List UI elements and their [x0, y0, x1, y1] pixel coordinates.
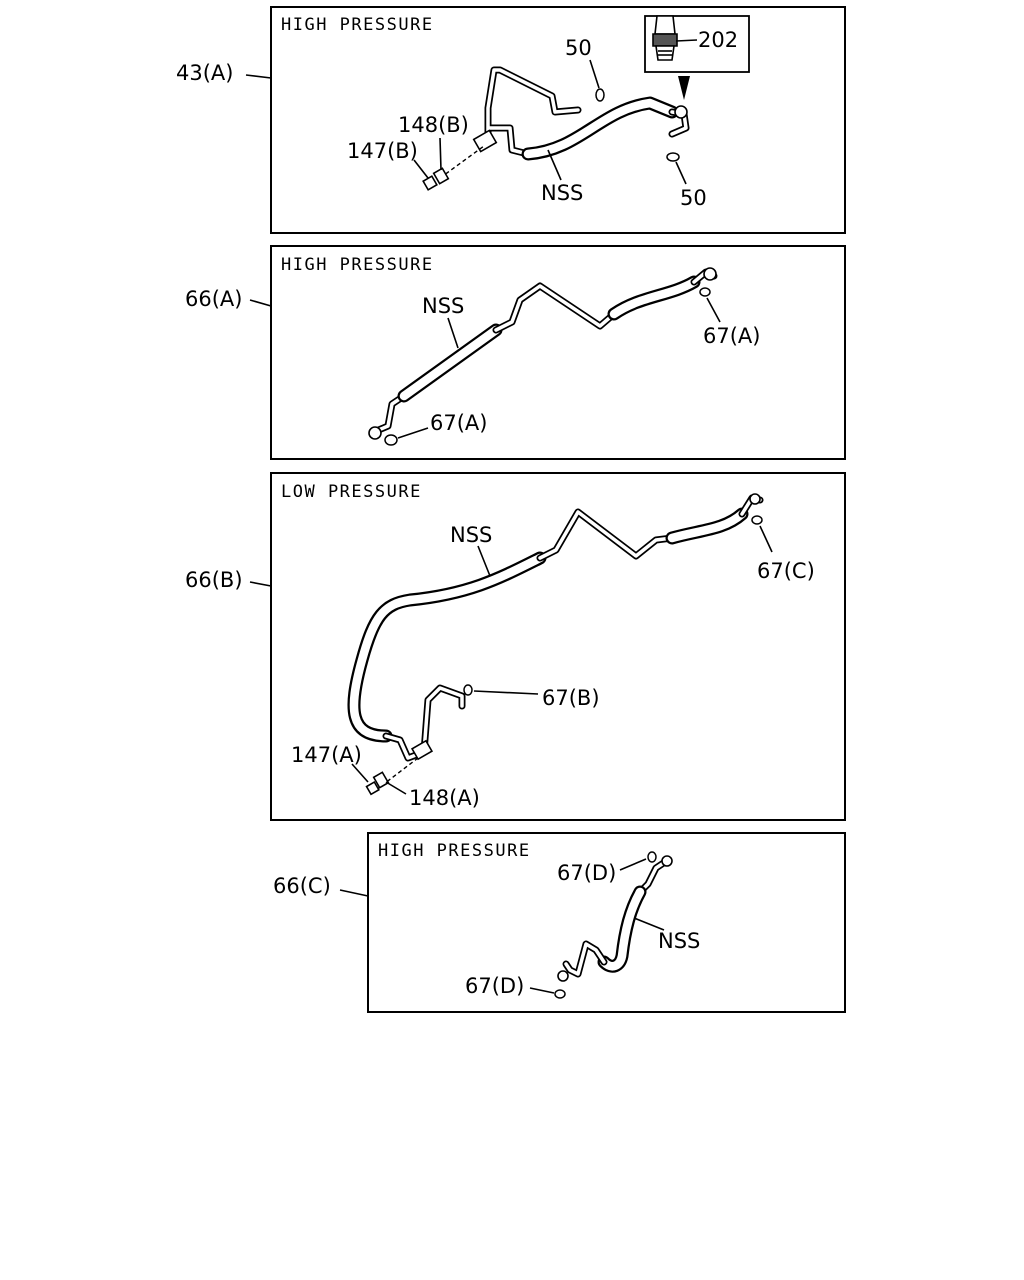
bolt-147b: [422, 175, 438, 191]
o-ring-67d-bottom: [554, 989, 566, 999]
o-ring-67a-right: [699, 287, 711, 297]
callout-67a-left: 67(A): [430, 411, 487, 435]
fitting-43a-end: [674, 105, 688, 119]
panel-66c-frame: [367, 832, 846, 1013]
fitting-66c-top: [661, 855, 673, 867]
stud-148b: [432, 167, 450, 185]
fitting-66a-left: [368, 426, 382, 440]
o-ring-67a-left: [384, 434, 398, 446]
panel-66a-heading: HIGH PRESSURE: [281, 255, 434, 275]
o-ring-67c: [751, 515, 763, 525]
leader-66a: [249, 299, 272, 307]
stud-148a: [372, 771, 390, 789]
callout-50-upper: 50: [565, 36, 592, 60]
bolt-147a: [365, 780, 380, 796]
panel-66c: HIGH PRESSURE 66(C) 67(D) 67(D) NSS: [273, 832, 846, 1013]
leader-66b: [249, 581, 272, 587]
fitting-66c-bottom: [557, 970, 569, 982]
panel-66b: LOW PRESSURE 66(B) 67(C) 67(B) 147(A) 14…: [185, 472, 846, 821]
leader-43a: [245, 74, 272, 79]
callout-50-lower: 50: [680, 186, 707, 210]
pressure-sensor-202: [652, 15, 678, 61]
callout-202: 202: [698, 28, 738, 52]
panel-66b-heading: LOW PRESSURE: [281, 482, 422, 502]
callout-43a: 43(A): [176, 61, 233, 85]
panel-66a: HIGH PRESSURE 66(A) 67(A) 67(A) NSS: [185, 245, 846, 460]
panel-43a: HIGH PRESSURE 43(A) 202 50 50: [176, 6, 846, 234]
panel-43a-heading: HIGH PRESSURE: [281, 15, 434, 35]
o-ring-67b: [463, 684, 473, 696]
callout-66b: 66(B): [185, 568, 243, 592]
callout-67d-bottom: 67(D): [465, 974, 524, 998]
sensor-location-arrow: [678, 76, 690, 100]
o-ring-50-upper: [595, 88, 605, 102]
o-ring-50-lower: [666, 152, 680, 162]
callout-nss-66b: NSS: [450, 523, 492, 547]
callout-66a: 66(A): [185, 287, 242, 311]
callout-147a: 147(A): [291, 743, 362, 767]
fitting-43a-flange: [472, 129, 498, 153]
fitting-66a-right: [703, 267, 717, 281]
fitting-66b-flange: [410, 739, 434, 761]
callout-nss-43a: NSS: [541, 181, 583, 205]
callout-148a: 148(A): [409, 786, 480, 810]
callout-66c: 66(C): [273, 874, 331, 898]
o-ring-67d-top: [647, 851, 657, 863]
fitting-66b-right: [749, 493, 761, 505]
callout-147b: 147(B): [347, 139, 418, 163]
panel-66c-heading: HIGH PRESSURE: [378, 841, 531, 861]
panel-66a-frame: [270, 245, 846, 460]
callout-67a-right: 67(A): [703, 324, 760, 348]
panel-66b-frame: [270, 472, 846, 821]
callout-67d-top: 67(D): [557, 861, 616, 885]
callout-nss-66a: NSS: [422, 294, 464, 318]
leader-66c: [339, 889, 369, 897]
callout-nss-66c: NSS: [658, 929, 700, 953]
callout-67b: 67(B): [542, 686, 600, 710]
callout-148b: 148(B): [398, 113, 469, 137]
leader-202: [675, 39, 698, 42]
callout-67c: 67(C): [757, 559, 815, 583]
